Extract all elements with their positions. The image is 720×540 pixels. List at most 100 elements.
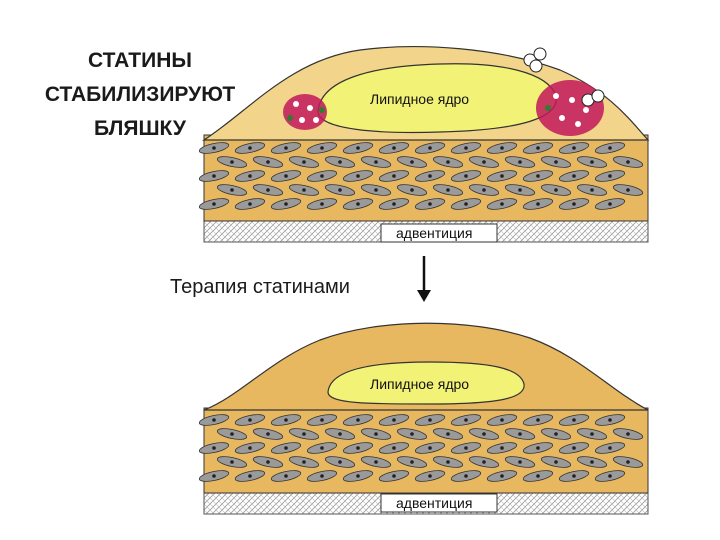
cell-nucleus — [284, 146, 288, 150]
cell-nucleus — [320, 474, 324, 478]
cell-nucleus — [248, 146, 252, 150]
cell-nucleus — [464, 146, 468, 150]
cell-nucleus — [320, 202, 324, 206]
cell-nucleus — [338, 160, 342, 164]
cell-nucleus — [428, 174, 432, 178]
cell-nucleus — [626, 188, 630, 192]
cell-nucleus — [572, 174, 576, 178]
cell-nucleus — [212, 146, 216, 150]
cell-nucleus — [500, 146, 504, 150]
cell-nucleus — [266, 460, 270, 464]
cell-nucleus — [500, 446, 504, 450]
cell-nucleus — [392, 146, 396, 150]
cell-nucleus — [572, 418, 576, 422]
cell-nucleus — [356, 146, 360, 150]
cell-nucleus — [428, 146, 432, 150]
cell-nucleus — [212, 446, 216, 450]
cell-nucleus — [248, 446, 252, 450]
cell-nucleus — [230, 188, 234, 192]
cell-nucleus — [266, 188, 270, 192]
cell-nucleus — [482, 188, 486, 192]
cell-nucleus — [464, 474, 468, 478]
cell-nucleus — [518, 188, 522, 192]
cell-nucleus — [626, 160, 630, 164]
cell-nucleus — [284, 174, 288, 178]
cell-nucleus — [212, 418, 216, 422]
cell-nucleus — [500, 202, 504, 206]
cell-nucleus — [338, 432, 342, 436]
cell-nucleus — [212, 174, 216, 178]
cell-nucleus — [428, 202, 432, 206]
cell-nucleus — [302, 432, 306, 436]
cell-nucleus — [428, 418, 432, 422]
top-adventitia-label: адвентиция — [396, 225, 472, 241]
cell-nucleus — [392, 446, 396, 450]
cell-nucleus — [482, 432, 486, 436]
cell-nucleus — [536, 474, 540, 478]
cell-nucleus — [266, 432, 270, 436]
cell-nucleus — [248, 202, 252, 206]
cell-nucleus — [572, 474, 576, 478]
cell-nucleus — [446, 188, 450, 192]
cell-nucleus — [464, 446, 468, 450]
cell-nucleus — [608, 474, 612, 478]
arrow-down — [417, 256, 431, 302]
cell-nucleus — [248, 474, 252, 478]
cell-nucleus — [230, 432, 234, 436]
cell-nucleus — [482, 160, 486, 164]
cell-nucleus — [464, 418, 468, 422]
cell-nucleus — [518, 160, 522, 164]
cell-nucleus — [230, 460, 234, 464]
cell-nucleus — [500, 174, 504, 178]
cell-nucleus — [428, 446, 432, 450]
cell-nucleus — [536, 446, 540, 450]
cell-nucleus — [464, 174, 468, 178]
cell-nucleus — [608, 174, 612, 178]
cell-nucleus — [572, 146, 576, 150]
cell-nucleus — [356, 446, 360, 450]
cell-nucleus — [338, 460, 342, 464]
cell-nucleus — [608, 446, 612, 450]
cell-nucleus — [410, 460, 414, 464]
cell-nucleus — [266, 160, 270, 164]
bottom-adventitia-label: адвентиция — [396, 495, 472, 511]
cell-nucleus — [338, 188, 342, 192]
cell-nucleus — [572, 446, 576, 450]
cell-nucleus — [392, 174, 396, 178]
cell-nucleus — [518, 432, 522, 436]
cell-nucleus — [284, 202, 288, 206]
cell-nucleus — [446, 432, 450, 436]
cell-nucleus — [590, 188, 594, 192]
cell-nucleus — [428, 474, 432, 478]
cell-nucleus — [302, 160, 306, 164]
cell-nucleus — [212, 202, 216, 206]
cell-nucleus — [410, 188, 414, 192]
cell-nucleus — [608, 202, 612, 206]
cell-nucleus — [608, 418, 612, 422]
cell-nucleus — [554, 160, 558, 164]
top-core-label: Липидное ядро — [370, 91, 469, 107]
cell-nucleus — [500, 418, 504, 422]
cell-nucleus — [410, 160, 414, 164]
cell-nucleus — [554, 188, 558, 192]
cell-nucleus — [446, 460, 450, 464]
cell-nucleus — [536, 174, 540, 178]
left-inflammatory-cluster — [283, 94, 327, 130]
cell-nucleus — [500, 474, 504, 478]
cell-nucleus — [374, 432, 378, 436]
cell-nucleus — [356, 174, 360, 178]
cell-nucleus — [536, 418, 540, 422]
cell-nucleus — [248, 174, 252, 178]
cell-nucleus — [392, 474, 396, 478]
cell-nucleus — [374, 160, 378, 164]
cell-nucleus — [536, 202, 540, 206]
bottom-core-label: Липидное ядро — [370, 376, 469, 392]
cell-nucleus — [482, 460, 486, 464]
cell-nucleus — [590, 460, 594, 464]
cell-nucleus — [554, 460, 558, 464]
cell-nucleus — [230, 160, 234, 164]
cell-nucleus — [392, 202, 396, 206]
cell-nucleus — [626, 432, 630, 436]
cell-nucleus — [536, 146, 540, 150]
cell-nucleus — [464, 202, 468, 206]
